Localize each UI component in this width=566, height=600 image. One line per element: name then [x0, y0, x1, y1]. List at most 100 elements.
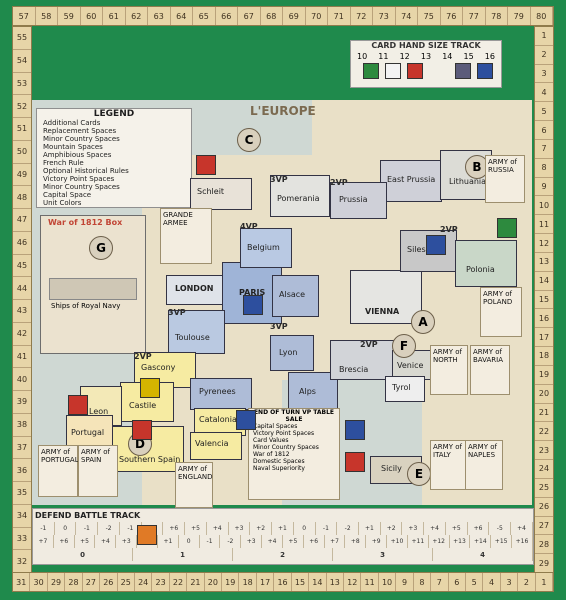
track-cell: 24 [535, 460, 553, 479]
catalonia-label: Catalonia [199, 415, 237, 424]
vp-label: 3VP [270, 322, 288, 331]
track-cell: 27 [535, 517, 553, 536]
russia-counter[interactable] [363, 63, 379, 79]
track-cell: 7 [431, 573, 449, 591]
track-cell: 3 [535, 65, 553, 84]
region-london[interactable]: LONDON [166, 275, 223, 305]
austria-counter[interactable] [385, 63, 401, 79]
track-cell: 46 [13, 232, 31, 255]
french-army-counter[interactable] [236, 410, 256, 430]
war-title: War of 1812 Box [48, 218, 123, 227]
army-card[interactable]: ARMY of POLAND [480, 287, 522, 337]
track-cell: 20 [205, 573, 223, 591]
prussia-counter[interactable] [455, 63, 471, 79]
region-alps[interactable]: Alps [288, 372, 338, 410]
region-brescia[interactable]: Brescia [330, 340, 394, 380]
track-cell: 7 [535, 140, 553, 159]
battle-cell: +5 [185, 522, 207, 535]
paris-label: PARIS [239, 288, 266, 297]
legend-item: Mountain Spaces [43, 143, 103, 151]
track-cell: 55 [13, 27, 31, 50]
legend-title: LEGEND [93, 109, 135, 119]
spanish-army-counter[interactable] [140, 378, 160, 398]
france-counter[interactable] [477, 63, 493, 79]
region-toulouse[interactable]: Toulouse [168, 310, 225, 354]
track-cell: 28 [535, 535, 553, 555]
battle-cell: -2 [337, 522, 360, 535]
track-cell: 29 [535, 554, 553, 574]
british-army-counter[interactable] [196, 155, 216, 175]
track-cell: 37 [13, 437, 31, 460]
track-cell: 22 [535, 422, 553, 442]
track-cell: 10 [379, 573, 397, 591]
battle-cell: 0 [55, 522, 77, 535]
army-card[interactable]: ARMY of ITALY [430, 440, 466, 490]
track-cell: 72 [351, 7, 373, 25]
battle-cell: +5 [446, 522, 468, 535]
army-card[interactable]: ARMY of PORTUGAL [38, 445, 79, 497]
track-cell: 15 [292, 573, 310, 591]
legend-item: Unit Colors [43, 199, 82, 207]
track-cell: 15 [535, 291, 553, 310]
track-cell: 23 [535, 441, 553, 461]
track-cell: 38 [13, 414, 31, 437]
british-army-counter[interactable] [132, 420, 152, 440]
french-army-counter[interactable] [345, 420, 365, 440]
region-prussia[interactable]: Prussia [330, 182, 387, 219]
britain-counter[interactable] [407, 63, 423, 79]
region-portugal[interactable]: Portugal [66, 415, 113, 447]
track-cell: 71 [328, 7, 351, 25]
battle-track: DEFEND BATTLE TRACK -10-1-2-1-3+6+5+4+3+… [32, 508, 534, 565]
track-cell: 18 [239, 573, 257, 591]
region-east-prussia[interactable]: East Prussia [380, 160, 442, 202]
track-cell: 43 [13, 300, 31, 323]
track-cell: 18 [535, 347, 553, 366]
track-cell: 68 [261, 7, 283, 25]
british-army-counter[interactable] [68, 395, 88, 415]
army-card[interactable]: ARMY of ENGLAND [175, 462, 213, 508]
region-pomerania[interactable]: Pomerania [270, 175, 330, 217]
track-cell: 12 [344, 573, 362, 591]
vp-label: 2VP [360, 340, 378, 349]
army-card[interactable]: ARMY of SPAIN [78, 445, 118, 497]
battle-cell: +7 [325, 535, 346, 548]
battle-cell: +2 [381, 522, 403, 535]
track-cell: 31 [13, 573, 31, 591]
region-alsace[interactable]: Alsace [272, 275, 319, 317]
french-army-counter[interactable] [243, 295, 263, 315]
french-army-counter[interactable] [426, 235, 446, 255]
region-belgium[interactable]: Belgium [240, 228, 292, 268]
region-lyon[interactable]: Lyon [270, 335, 314, 371]
region-vienna[interactable]: VIENNA [350, 270, 422, 324]
region-tyrol[interactable]: Tyrol [385, 376, 425, 402]
track-cell: 30 [30, 573, 48, 591]
legend-item: Capital Space [43, 191, 92, 199]
battle-cell: +12 [429, 535, 450, 548]
polonia-label: Polonia [466, 265, 495, 274]
army-card[interactable]: ARMY of BAVARIA [470, 345, 510, 395]
region-polonia[interactable]: Polonia [455, 240, 517, 287]
track-cell: 9 [535, 178, 553, 197]
army-card[interactable]: ARMY of RUSSIA [485, 155, 525, 203]
british-army-counter[interactable] [345, 452, 365, 472]
region-schleit[interactable]: Schleit [190, 178, 252, 210]
leon-label: Leon [89, 407, 109, 416]
army-card[interactable]: ARMY of NAPLES [465, 440, 503, 490]
army-card[interactable]: ARMY of NORTH [430, 345, 468, 395]
battle-marker-counter[interactable] [137, 525, 157, 545]
track-cell: 49 [13, 164, 31, 187]
track-cell: 53 [13, 73, 31, 96]
region-pyrenees[interactable]: Pyrenees [190, 378, 252, 410]
region-valencia[interactable]: Valencia [190, 432, 242, 460]
track-cell: 52 [13, 95, 31, 118]
battle-cell: -1 [200, 535, 221, 548]
army-card[interactable]: GRANDE ARMEE [160, 208, 212, 264]
legend-item: Replacement Spaces [43, 127, 117, 135]
track-cell: 73 [373, 7, 396, 25]
army-card-title: GRANDE ARMEE [163, 211, 193, 227]
russian-army-counter[interactable] [497, 218, 517, 238]
legend-panel: LEGEND Additional Cards Replacement Spac… [36, 108, 192, 208]
track-cell: 24 [135, 573, 153, 591]
